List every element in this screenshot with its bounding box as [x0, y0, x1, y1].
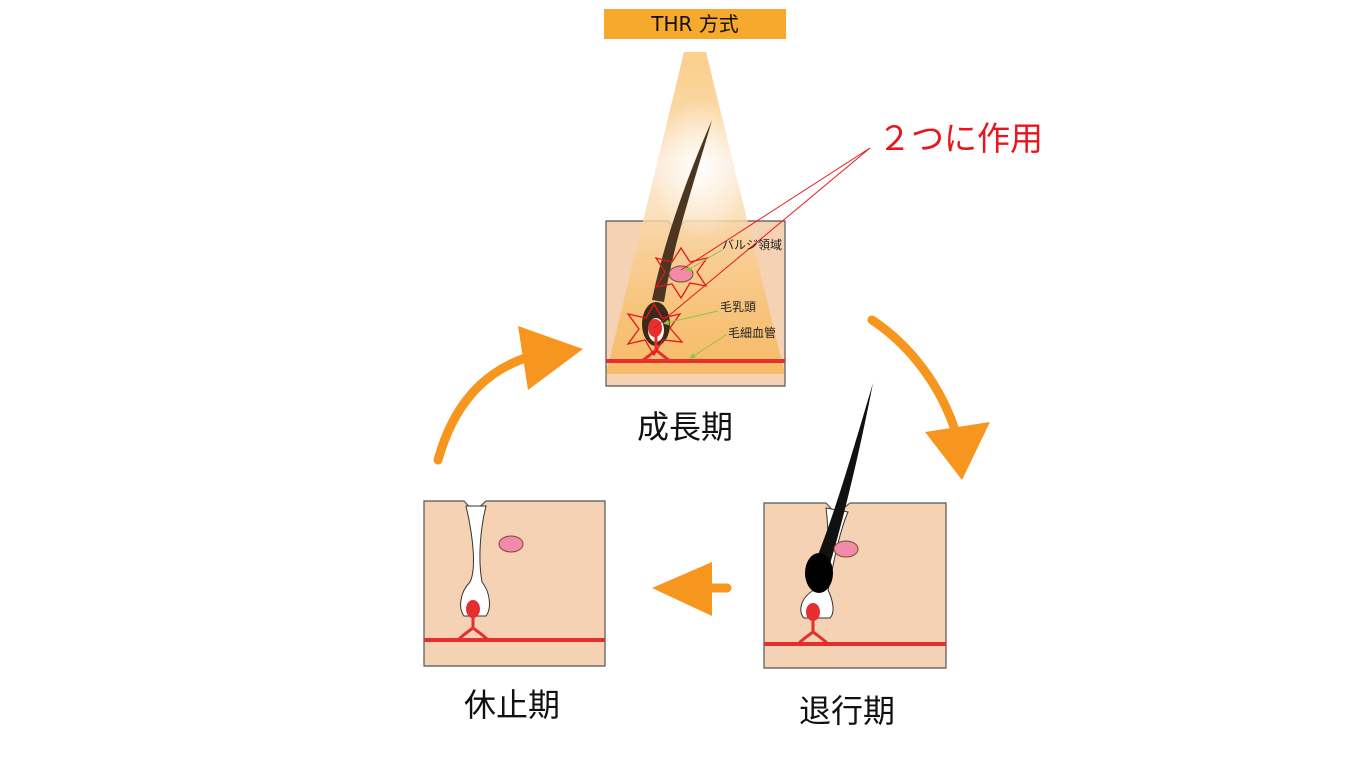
resting-follicle — [460, 505, 490, 617]
resting-skin-block — [423, 500, 606, 667]
regression-bulge — [833, 540, 859, 558]
resting-stage-label: 休止期 — [464, 686, 561, 724]
resting-stage-panel — [423, 500, 606, 667]
growth-stage-panel — [605, 52, 786, 387]
capillary-leader — [689, 334, 727, 359]
cycle-arrow-growth-to-regression — [867, 315, 990, 480]
cycle-arrow-regression-to-resting — [652, 562, 732, 616]
callout-pointers — [653, 147, 871, 329]
regression-hair-shaft — [816, 383, 873, 564]
regression-stage-panel — [763, 383, 947, 669]
capillary-annotation: 毛細血管 — [728, 326, 777, 340]
regression-hair-bulb — [805, 553, 833, 593]
growth-papilla — [648, 319, 662, 337]
bulge-leader — [685, 249, 723, 272]
regression-stage-label: 退行期 — [799, 692, 896, 730]
light-glow — [650, 100, 750, 240]
cycle-arrow-resting-to-growth — [433, 326, 583, 465]
regression-skin-block — [763, 502, 947, 669]
papilla-annotation: 毛乳頭 — [720, 300, 757, 314]
bulge-annotation: バルジ領域 — [722, 238, 783, 252]
papilla-leader — [663, 310, 719, 326]
bulge-burst-star — [654, 246, 709, 300]
growth-stage-label: 成長期 — [637, 408, 734, 446]
device-label: THR 方式 — [604, 9, 786, 39]
resting-bulge — [498, 535, 524, 553]
resting-papilla — [466, 600, 480, 618]
papilla-burst-star — [626, 302, 684, 357]
dual-action-callout: ２つに作用 — [878, 119, 1043, 158]
regression-papilla — [806, 603, 820, 621]
growth-bulge — [668, 265, 694, 283]
growth-hair-shaft — [652, 120, 712, 302]
